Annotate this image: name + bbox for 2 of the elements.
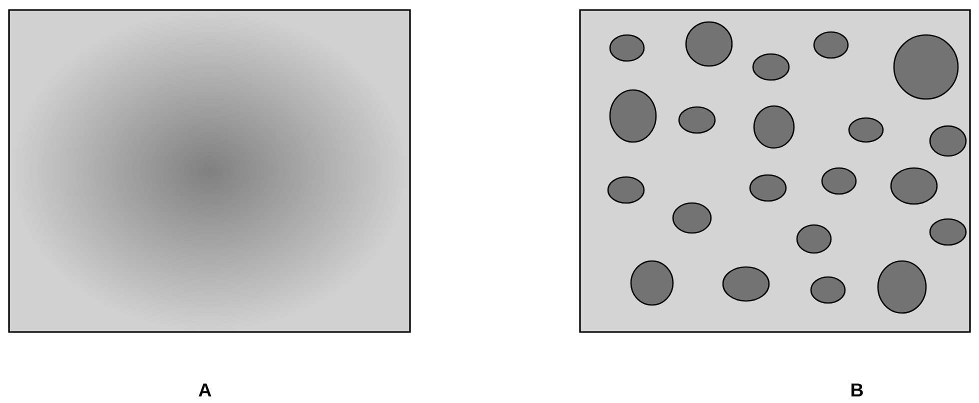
panel-label: A	[198, 384, 212, 396]
panel-label: B	[852, 384, 863, 396]
